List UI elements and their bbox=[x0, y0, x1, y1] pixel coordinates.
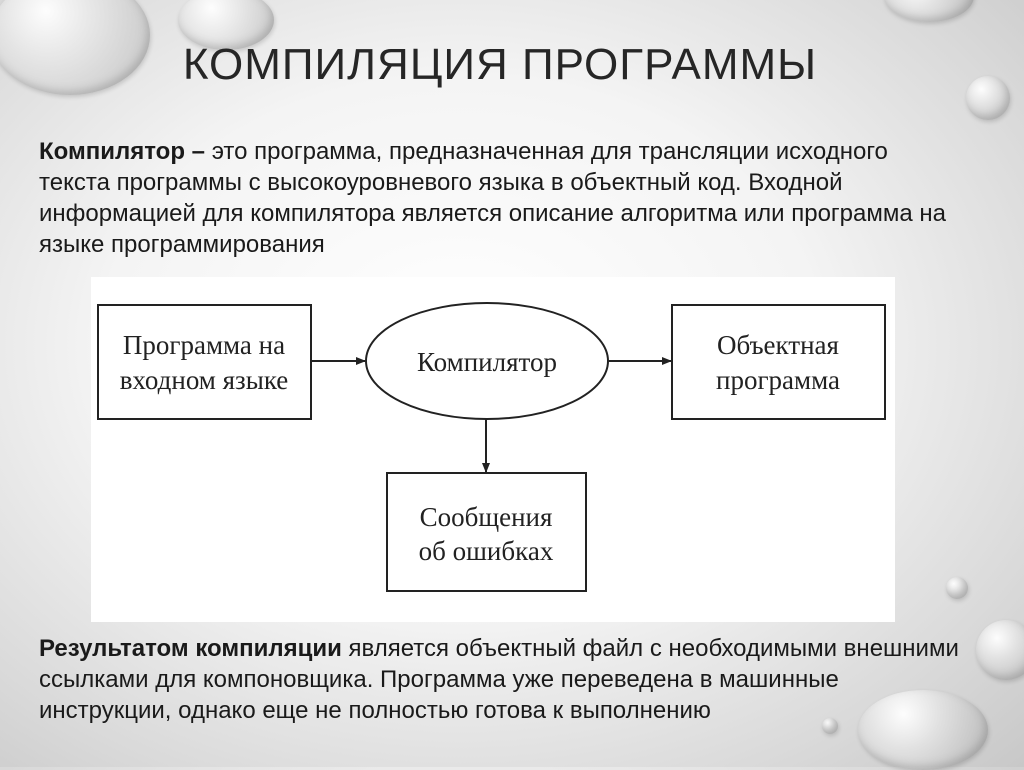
input-program-box bbox=[97, 304, 312, 420]
object-program-label-line2: программа bbox=[716, 365, 840, 395]
compiler-label: Компилятор bbox=[417, 347, 557, 377]
intro-paragraph: Компилятор – это программа, предназначен… bbox=[39, 136, 959, 260]
water-drop-decoration bbox=[976, 620, 1024, 680]
water-drop-decoration bbox=[946, 577, 968, 599]
water-drop-decoration bbox=[858, 690, 988, 770]
input-program-label-line2: входном языке bbox=[120, 365, 289, 395]
water-drop-decoration bbox=[884, 0, 974, 22]
result-text: является объектный файл с необходимыми в… bbox=[39, 635, 959, 724]
error-messages-box bbox=[386, 472, 587, 592]
water-drop-decoration bbox=[822, 718, 838, 734]
error-messages-label-line2: об ошибках bbox=[419, 536, 554, 566]
input-program-label-line1: Программа на bbox=[123, 330, 285, 360]
slide-title: КОМПИЛЯЦИЯ ПРОГРАММЫ bbox=[182, 40, 818, 89]
intro-text: это программа, предназначенная для транс… bbox=[39, 138, 946, 258]
water-drop-decoration bbox=[966, 76, 1010, 120]
result-paragraph: Результатом компиляции является объектны… bbox=[39, 633, 959, 726]
object-program-box bbox=[671, 304, 886, 420]
diagram-canvas: Программа на входном языке Компилятор Об… bbox=[97, 302, 886, 592]
intro-term: Компилятор – bbox=[39, 138, 206, 165]
compilation-diagram: Программа на входном языке Компилятор Об… bbox=[91, 277, 895, 622]
result-term: Результатом компиляции bbox=[39, 635, 342, 662]
water-drop-decoration bbox=[178, 0, 274, 50]
error-messages-label-line1: Сообщения bbox=[420, 502, 553, 532]
object-program-label-line1: Объектная bbox=[717, 330, 839, 360]
